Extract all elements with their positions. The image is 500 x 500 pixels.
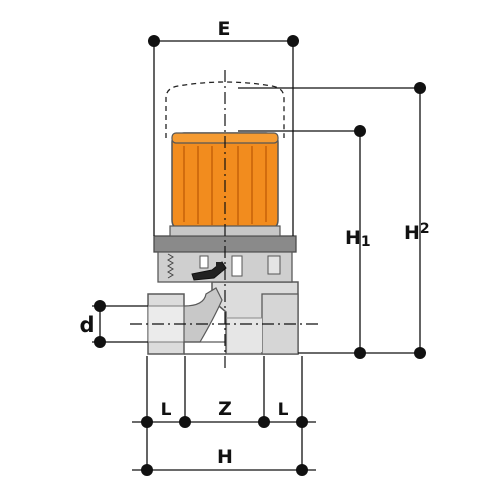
label-H2-main: H: [404, 222, 420, 244]
label-H2: H2: [404, 221, 430, 244]
label-E: E: [218, 18, 231, 40]
dimension-labels: E H1 H2 d L Z L H: [79, 18, 429, 468]
label-H1-main: H: [345, 227, 361, 249]
label-H: H: [217, 446, 233, 468]
label-H2-sub: 2: [420, 221, 430, 237]
dimension-dots: [94, 35, 426, 476]
valve-drawing: [130, 70, 318, 372]
inlet-socket: [147, 287, 226, 355]
label-H1: H1: [345, 227, 371, 250]
label-H1-sub: 1: [361, 234, 371, 250]
label-L-left: L: [161, 400, 172, 420]
valve-body: [211, 281, 299, 355]
handle-open-outline: [165, 81, 285, 138]
label-L-right: L: [278, 400, 289, 420]
label-Z: Z: [218, 398, 232, 420]
label-d: d: [79, 313, 94, 337]
